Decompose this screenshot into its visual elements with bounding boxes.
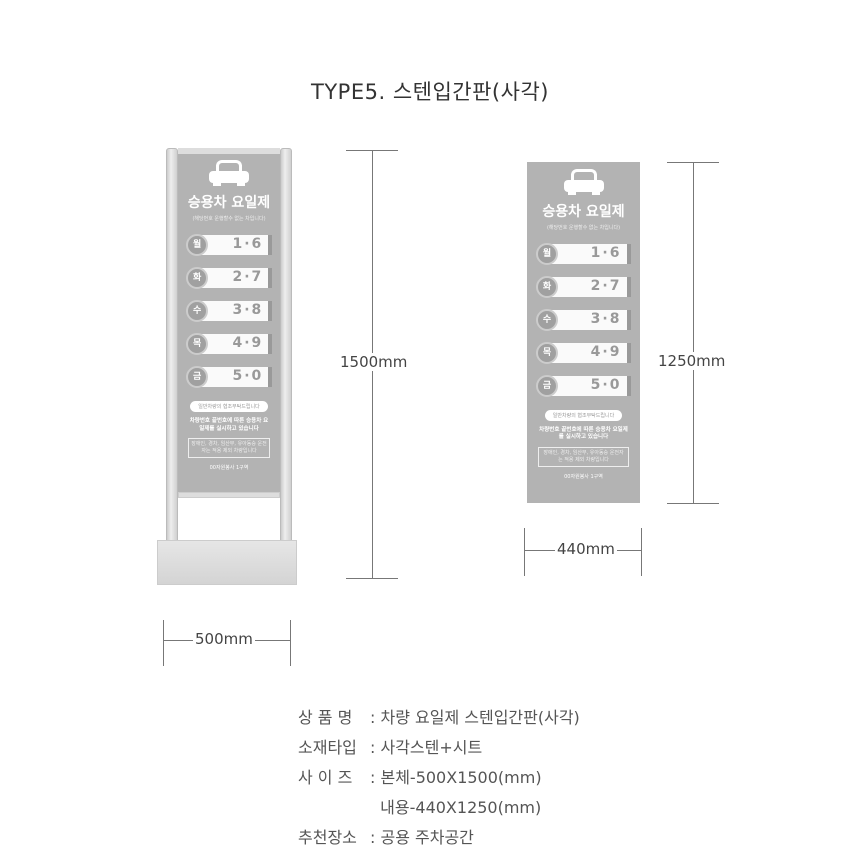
sign-footer: 00자원봉사 1구역 bbox=[209, 465, 249, 472]
day-row: 목 4·9 bbox=[536, 341, 631, 364]
sign-exceptions: 장애인, 경차, 임산부, 유아동승 운전자는 적용 제외 차량입니다 bbox=[538, 447, 629, 468]
stand-right-post bbox=[280, 148, 292, 585]
plate-numbers: 3·8 bbox=[590, 310, 622, 327]
sign-exceptions: 장애인, 경차, 임산부, 유아동승 운전자는 적용 제외 차량입니다 bbox=[188, 438, 270, 459]
dimension-tick bbox=[346, 578, 398, 579]
spec-value: 본체-500X1500(mm) bbox=[380, 768, 542, 787]
day-badge: 화 bbox=[536, 275, 559, 298]
sign-subtitle: (해당번호 운행할수 없는 차입니다) bbox=[192, 216, 266, 223]
sheet-width-label: 440mm bbox=[555, 540, 617, 558]
spec-value: 차량 요일제 스텐입간판(사각) bbox=[380, 708, 580, 727]
sign-panel: 승용차 요일제 (해당번호 운행할수 없는 차입니다) 월 1·6 화 2·7 수 3·8 목 4… bbox=[178, 154, 280, 492]
dimension-tick bbox=[524, 528, 525, 576]
dimension-tick bbox=[641, 528, 642, 576]
sign-pill: 일반차량의 협조부탁드립니다 bbox=[544, 409, 623, 421]
page-title: TYPE5. 스텐입간판(사각) bbox=[311, 80, 549, 104]
stand-left-post bbox=[166, 148, 178, 585]
plate-numbers: 5·0 bbox=[590, 376, 622, 393]
day-row: 목 4·9 bbox=[186, 333, 272, 356]
dimension-tick bbox=[667, 162, 719, 163]
day-row: 수 3·8 bbox=[186, 300, 272, 323]
day-row: 화 2·7 bbox=[536, 275, 631, 298]
spec-key: 소재타입 bbox=[298, 738, 357, 757]
plate-numbers: 2·7 bbox=[590, 277, 622, 294]
car-icon bbox=[562, 168, 606, 195]
day-badge: 목 bbox=[536, 341, 559, 364]
sheet-height-label: 1250mm bbox=[656, 352, 728, 370]
dimension-tick bbox=[290, 620, 291, 666]
day-badge: 수 bbox=[186, 300, 209, 323]
spec-key: 사 이 즈 bbox=[298, 768, 353, 787]
sign-heading: 승용차 요일제 bbox=[542, 203, 625, 220]
stand-base bbox=[157, 540, 297, 585]
spec-row: 사 이 즈: 본체-500X1500(mm) bbox=[298, 764, 542, 788]
spec-row: 내용-440X1250(mm) bbox=[298, 794, 541, 818]
sign-subtitle: (해당번호 운행할수 없는 차입니다) bbox=[546, 224, 621, 231]
spec-row: 소재타입: 사각스텐+시트 bbox=[298, 734, 482, 758]
car-icon bbox=[207, 160, 251, 187]
day-badge: 월 bbox=[536, 242, 559, 265]
day-row: 수 3·8 bbox=[536, 308, 631, 331]
sign-notice: 차량번호 끝번호에 따른 승용차 요일제를 실시하고 있습니다 bbox=[539, 426, 628, 441]
plate-numbers: 1·6 bbox=[590, 244, 622, 261]
stand-height-label: 1500mm bbox=[338, 353, 410, 371]
plate-numbers: 5·0 bbox=[232, 368, 264, 385]
day-row: 금 5·0 bbox=[536, 374, 631, 397]
plate-numbers: 3·8 bbox=[232, 302, 264, 319]
day-row: 월 1·6 bbox=[536, 242, 631, 265]
day-badge: 목 bbox=[186, 333, 209, 356]
sign-pill: 일반차량의 협조부탁드립니다 bbox=[190, 401, 268, 413]
stand-width-label: 500mm bbox=[193, 630, 255, 648]
dimension-tick bbox=[346, 150, 398, 151]
sign-sheet: 승용차 요일제 (해당번호 운행할수 없는 차입니다) 월 1·6 화 2·7 수 3·8 목 4… bbox=[527, 162, 640, 503]
day-row: 월 1·6 bbox=[186, 234, 272, 257]
spec-value: 내용-440X1250(mm) bbox=[380, 798, 542, 817]
spec-row: 추천장소: 공용 주차공간 bbox=[298, 824, 474, 848]
spec-key: 상 품 명 bbox=[298, 708, 353, 727]
stand-mid-rail bbox=[178, 492, 280, 498]
day-badge: 화 bbox=[186, 267, 209, 290]
dimension-tick bbox=[667, 503, 719, 504]
sign-notice: 차량번호 끝번호에 따른 승용차 요일제를 실시하고 있습니다 bbox=[189, 418, 269, 432]
day-badge: 수 bbox=[536, 308, 559, 331]
plate-numbers: 4·9 bbox=[590, 343, 622, 360]
spec-row: 상 품 명: 차량 요일제 스텐입간판(사각) bbox=[298, 704, 580, 728]
plate-numbers: 1·6 bbox=[232, 236, 264, 253]
stand-top-rail bbox=[178, 148, 280, 154]
dimension-tick bbox=[163, 620, 164, 666]
spec-key: 추천장소 bbox=[298, 828, 357, 847]
day-badge: 금 bbox=[536, 374, 559, 397]
day-row: 금 5·0 bbox=[186, 366, 272, 389]
sign-heading: 승용차 요일제 bbox=[187, 195, 271, 212]
day-badge: 금 bbox=[186, 366, 209, 389]
sign-footer: 00자원봉사 1구역 bbox=[564, 474, 603, 481]
plate-numbers: 2·7 bbox=[232, 269, 264, 286]
spec-value: 공용 주차공간 bbox=[380, 828, 474, 847]
plate-numbers: 4·9 bbox=[232, 335, 264, 352]
day-row: 화 2·7 bbox=[186, 267, 272, 290]
sheet-height-dimension-line bbox=[693, 162, 694, 503]
day-badge: 월 bbox=[186, 234, 209, 257]
spec-value: 사각스텐+시트 bbox=[380, 738, 483, 757]
